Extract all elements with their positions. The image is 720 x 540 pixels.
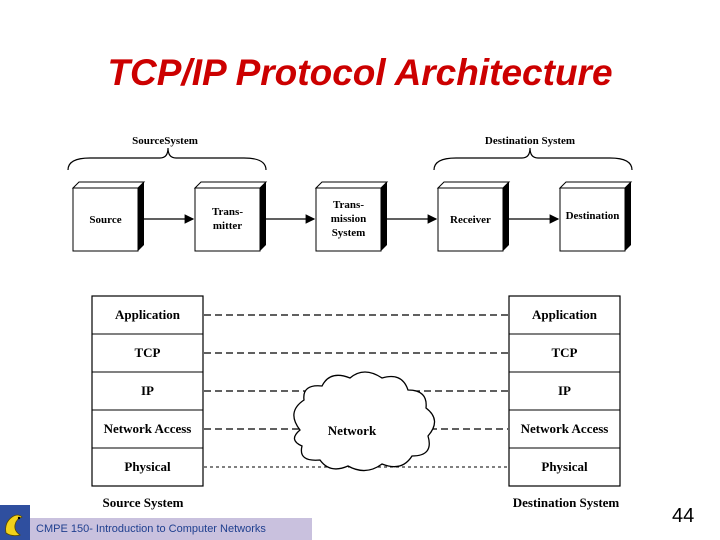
slide-title: TCP/IP Protocol Architecture [107, 52, 613, 93]
source-layer-physical: Physical [124, 459, 171, 474]
source-layer-application: Application [115, 307, 181, 322]
page-number: 44 [672, 505, 695, 527]
source-layer-tcp: TCP [135, 345, 161, 360]
network-cloud: Network [293, 371, 436, 472]
footer-bar [30, 518, 312, 540]
box-destination: Destination [558, 181, 633, 252]
destination-protocol-stack: Application TCP IP Network Access Physic… [508, 295, 621, 487]
box-transmitter: Trans- mitter [193, 181, 268, 252]
box-receiver-label: Receiver [450, 214, 491, 226]
box-source-label: Source [89, 214, 121, 226]
footer-course-text: CMPE 150- Introduction to Computer Netwo… [36, 523, 266, 535]
source-protocol-stack: Application TCP IP Network Access Physic… [91, 295, 204, 487]
destination-system-brace [433, 147, 633, 171]
box-transmission-line-2: mission [331, 213, 366, 225]
box-destination-label: Destination [566, 210, 620, 222]
box-transmission-line-3: System [332, 227, 366, 239]
source-system-brace [67, 147, 267, 171]
banana-slug-logo-icon [0, 505, 30, 540]
source-layer-ip: IP [141, 383, 154, 398]
box-source: Source [71, 181, 146, 252]
source-system-label: SourceSystem [132, 135, 198, 147]
source-system-caption: Source System [102, 495, 183, 510]
destination-layer-physical: Physical [541, 459, 588, 474]
box-receiver: Receiver [436, 181, 511, 252]
destination-layer-tcp: TCP [552, 345, 578, 360]
box-transmitter-line-1: Trans- [212, 206, 243, 218]
box-transmission-line-1: Trans- [333, 199, 364, 211]
destination-system-label: Destination System [485, 135, 575, 147]
box-transmitter-line-2: mitter [213, 220, 242, 232]
destination-layer-network-access: Network Access [521, 421, 609, 436]
box-transmission-system: Trans- mission System [314, 181, 389, 252]
network-label: Network [328, 423, 377, 438]
destination-layer-ip: IP [558, 383, 571, 398]
destination-layer-application: Application [532, 307, 598, 322]
destination-system-caption: Destination System [513, 495, 620, 510]
source-layer-network-access: Network Access [104, 421, 192, 436]
